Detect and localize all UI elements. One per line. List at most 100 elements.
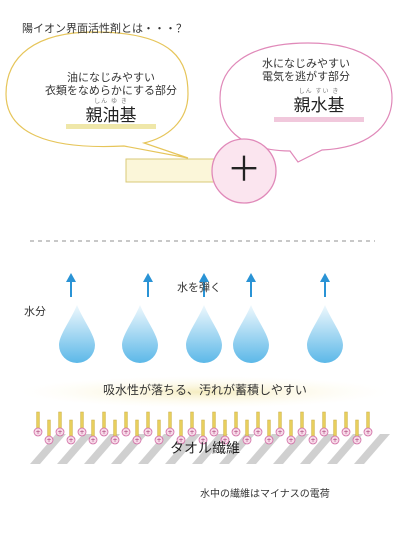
- svg-text:+: +: [145, 429, 150, 436]
- surfactant-molecule: +: [209, 411, 219, 437]
- fiber-strand: [354, 434, 390, 464]
- repel-arrow-icon: [143, 273, 153, 297]
- svg-text:+: +: [46, 437, 51, 444]
- surfactant-molecule: +: [110, 419, 120, 445]
- surfactant-molecule: +: [253, 411, 263, 437]
- fiber-strand: [30, 434, 66, 464]
- water-term-highlight: [274, 117, 364, 122]
- svg-text:+: +: [244, 437, 249, 444]
- svg-text:+: +: [112, 437, 117, 444]
- surfactant-molecule: +: [143, 411, 153, 437]
- surfactant-molecule: +: [231, 411, 241, 437]
- fiber-charge-note: 水中の繊維はマイナスの電荷: [200, 489, 330, 500]
- oil-term-highlight: [66, 124, 156, 129]
- surfactant-molecule: +: [99, 411, 109, 437]
- surfactant-molecule: +: [121, 411, 131, 437]
- svg-text:+: +: [200, 437, 205, 444]
- repel-arrow-icon: [320, 273, 330, 297]
- surfactant-molecule: +: [242, 419, 252, 445]
- water-drop-icon: [59, 305, 95, 363]
- water-drop-icon: [233, 305, 269, 363]
- fiber-strand: [300, 434, 336, 464]
- fiber-strand: [138, 434, 174, 464]
- surfactant-molecule: +: [220, 419, 230, 445]
- repel-arrow-icon: [246, 273, 256, 297]
- water-label: 水分: [24, 305, 46, 318]
- svg-text:+: +: [178, 437, 183, 444]
- repel-arrow-icon: [199, 273, 209, 297]
- svg-text:+: +: [288, 437, 293, 444]
- fiber-strand: [192, 434, 228, 464]
- svg-text:+: +: [266, 437, 271, 444]
- page-title: 陽イオン界面活性剤とは・・・？: [22, 22, 187, 35]
- svg-text:+: +: [156, 437, 161, 444]
- svg-text:+: +: [211, 429, 216, 436]
- svg-text:+: +: [255, 429, 260, 436]
- surfactant-molecule: +: [308, 419, 318, 445]
- surfactant-molecule: +: [275, 411, 285, 437]
- surfactant-molecule: +: [33, 411, 43, 437]
- hydrophilic-head: [211, 138, 277, 204]
- svg-text:+: +: [101, 429, 106, 436]
- positive-charge: ＋: [227, 150, 261, 190]
- svg-text:+: +: [321, 429, 326, 436]
- water-drop-icon: [122, 305, 158, 363]
- fiber-strand: [57, 434, 93, 464]
- hydrophobic-tail: [125, 158, 217, 183]
- svg-text:+: +: [310, 437, 315, 444]
- svg-text:+: +: [277, 429, 282, 436]
- surfactant-molecule: +: [44, 419, 54, 445]
- svg-text:+: +: [354, 437, 359, 444]
- repel-arrow-icon: [66, 273, 76, 297]
- surfactant-molecule: +: [330, 419, 340, 445]
- svg-text:+: +: [332, 437, 337, 444]
- surfactant-molecule: +: [363, 411, 373, 437]
- svg-text:+: +: [134, 437, 139, 444]
- svg-text:+: +: [90, 437, 95, 444]
- surfactant-molecule: +: [187, 411, 197, 437]
- fiber-strand: [273, 434, 309, 464]
- fiber-surface-glow: [20, 376, 390, 408]
- svg-text:+: +: [299, 429, 304, 436]
- surfactant-molecule: +: [77, 411, 87, 437]
- svg-text:+: +: [57, 429, 62, 436]
- oil-bubble-line2: 衣類をなめらかにする部分: [44, 84, 178, 97]
- svg-text:+: +: [79, 429, 84, 436]
- repel-label: 水を弾く: [177, 281, 221, 294]
- water-bubble: [219, 42, 393, 163]
- surfactant-molecule: +: [132, 419, 142, 445]
- svg-text:+: +: [123, 429, 128, 436]
- fiber-label: タオル繊維: [170, 441, 240, 457]
- fiber-strand: [165, 434, 201, 464]
- surfactant-molecule: +: [88, 419, 98, 445]
- svg-text:+: +: [365, 429, 370, 436]
- water-drop-icon: [307, 305, 343, 363]
- water-bubble-line1: 水になじみやすい: [262, 57, 350, 70]
- surfactant-molecule: +: [176, 419, 186, 445]
- surfactant-molecule: +: [198, 419, 208, 445]
- surfactant-molecule: +: [55, 411, 65, 437]
- water-bubble-line2: 電気を逃がす部分: [262, 70, 350, 83]
- surfactant-molecule: +: [319, 411, 329, 437]
- oil-term-reading: しん ゆ き: [94, 98, 128, 105]
- surfactant-molecule: +: [66, 419, 76, 445]
- oil-term: 親油基: [85, 106, 137, 126]
- svg-text:+: +: [167, 429, 172, 436]
- svg-text:+: +: [35, 429, 40, 436]
- svg-text:+: +: [233, 429, 238, 436]
- water-drop-icon: [186, 305, 222, 363]
- surfactant-molecule: +: [286, 419, 296, 445]
- surfactant-molecule: +: [165, 411, 175, 437]
- surfactant-molecule: +: [297, 411, 307, 437]
- water-term-reading: しん すい き: [298, 88, 340, 95]
- svg-text:+: +: [189, 429, 194, 436]
- svg-text:+: +: [222, 437, 227, 444]
- surfactant-molecule: +: [341, 411, 351, 437]
- svg-text:+: +: [343, 429, 348, 436]
- fiber-caption: 吸水性が落ちる、汚れが蓄積しやすい: [103, 383, 307, 397]
- surfactant-molecule: +: [154, 419, 164, 445]
- svg-text:+: +: [68, 437, 73, 444]
- oil-bubble-line1: 油になじみやすい: [67, 71, 155, 84]
